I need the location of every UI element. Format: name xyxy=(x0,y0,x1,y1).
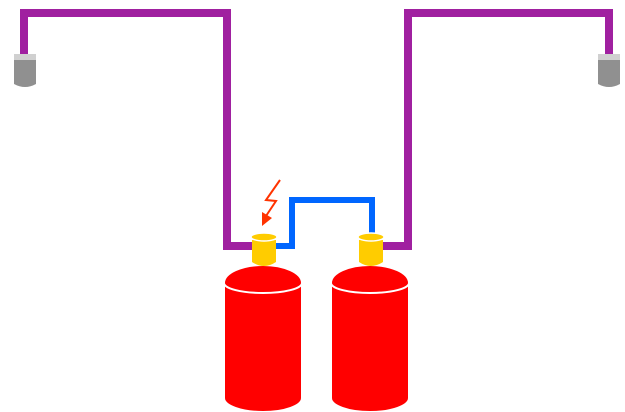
left-cylinder-body xyxy=(223,264,303,412)
right-discharge-pipe xyxy=(380,9,613,250)
lightning-bolt-icon xyxy=(262,179,281,226)
right-nozzle-top xyxy=(598,54,620,60)
right-valve xyxy=(359,240,383,266)
left-cylinder-shoulder-line xyxy=(223,282,303,294)
right-cylinder xyxy=(330,232,410,412)
lightning-bolt-arrowhead xyxy=(262,212,272,226)
left-discharge-pipe xyxy=(20,9,256,250)
right-nozzle xyxy=(598,54,620,87)
left-nozzle xyxy=(14,54,36,87)
left-valve-top xyxy=(250,232,278,242)
left-valve xyxy=(252,240,276,266)
left-nozzle-top xyxy=(14,54,36,60)
discharge-nozzle-icon xyxy=(598,60,620,87)
right-valve-top xyxy=(357,232,385,242)
pilot-line xyxy=(273,197,375,249)
left-cylinder xyxy=(223,232,303,412)
lightning-bolt-line xyxy=(264,179,281,217)
right-cylinder-shoulder-line xyxy=(330,282,410,294)
discharge-nozzle-icon xyxy=(14,60,36,87)
right-cylinder-body xyxy=(330,264,410,412)
